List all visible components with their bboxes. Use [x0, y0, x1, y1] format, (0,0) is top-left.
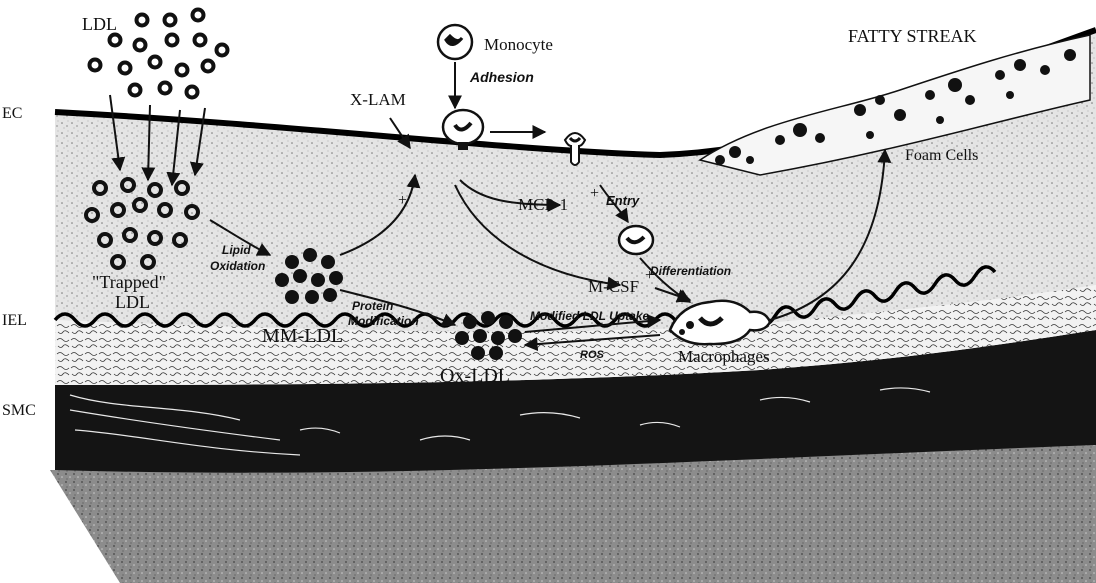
x-lam-label: X-LAM — [350, 90, 406, 109]
ec-label: EC — [2, 105, 22, 122]
protein-label-line1: Protein — [352, 299, 393, 313]
modified-uptake-label: Modified LDL Uptake — [530, 309, 649, 323]
plus-sign-xlam: + — [398, 192, 407, 209]
lipid-label-line1: Lipid — [222, 243, 251, 257]
smc-label: SMC — [2, 402, 36, 419]
monocyte-cell — [438, 25, 472, 59]
fatty-streak-label: FATTY STREAK — [848, 26, 977, 46]
trapped-label-line1: "Trapped" — [92, 272, 166, 292]
protein-label-line2: Modification — [348, 314, 419, 328]
plus-sign-entry: + — [590, 185, 599, 202]
ldl-label: LDL — [82, 14, 117, 34]
adhesion-label: Adhesion — [469, 69, 534, 85]
ox-ldl-label: Ox-LDL — [440, 365, 510, 387]
m-csf-label: M-CSF — [588, 277, 639, 296]
mcp1-label: MCP-1 — [518, 195, 568, 214]
iel-label: IEL — [2, 312, 27, 329]
foam-cells-label: Foam Cells — [905, 147, 978, 164]
entered-monocyte — [619, 226, 653, 254]
ros-label: ROS — [580, 349, 605, 361]
plus-sign-macrophage: + — [645, 267, 654, 284]
differentiation-label: Differentiation — [650, 264, 731, 278]
mm-ldl-label: MM-LDL — [262, 325, 343, 347]
entry-label: Entry — [606, 193, 640, 208]
trapped-label-line2: LDL — [115, 292, 150, 312]
monocyte-label: Monocyte — [484, 35, 553, 54]
lipid-label-line2: Oxidation — [210, 259, 265, 273]
macrophages-label: Macrophages — [678, 347, 770, 366]
intima-layer — [55, 30, 1096, 332]
